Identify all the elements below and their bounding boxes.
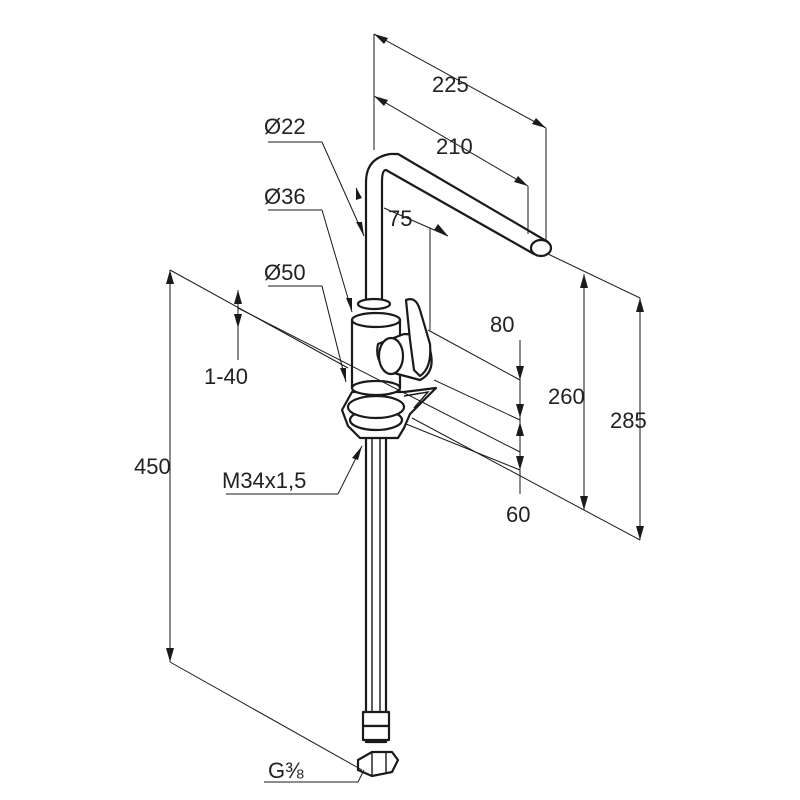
dim-d22-label: Ø22 [264, 114, 306, 139]
connection-thread-label: G⅜ [268, 758, 304, 783]
dim-210-label: 210 [436, 134, 473, 159]
hose-connector [356, 750, 400, 778]
dim-1-40-label: 1-40 [204, 364, 248, 389]
spout [356, 152, 553, 311]
dim-260-label: 260 [548, 384, 585, 409]
dim-80-label: 80 [490, 312, 514, 337]
supply-hose [361, 426, 391, 744]
lever-handle [376, 298, 433, 382]
dim-60-label: 60 [506, 502, 530, 527]
dim-d36-label: Ø36 [264, 184, 306, 209]
dim-450-label: 450 [134, 454, 171, 479]
faucet-body [340, 152, 553, 778]
thread-spec-label: M34x1,5 [222, 468, 306, 493]
dim-d50-label: Ø50 [264, 260, 306, 285]
dim-225-label: 225 [432, 72, 469, 97]
dimension-lines [166, 33, 644, 783]
dim-75-label: 75 [388, 206, 412, 231]
dim-285-label: 285 [610, 408, 647, 433]
mounting-base [340, 386, 438, 440]
dimension-labels: 225 210 Ø22 Ø36 75 Ø50 80 1-40 260 285 4… [134, 72, 647, 783]
